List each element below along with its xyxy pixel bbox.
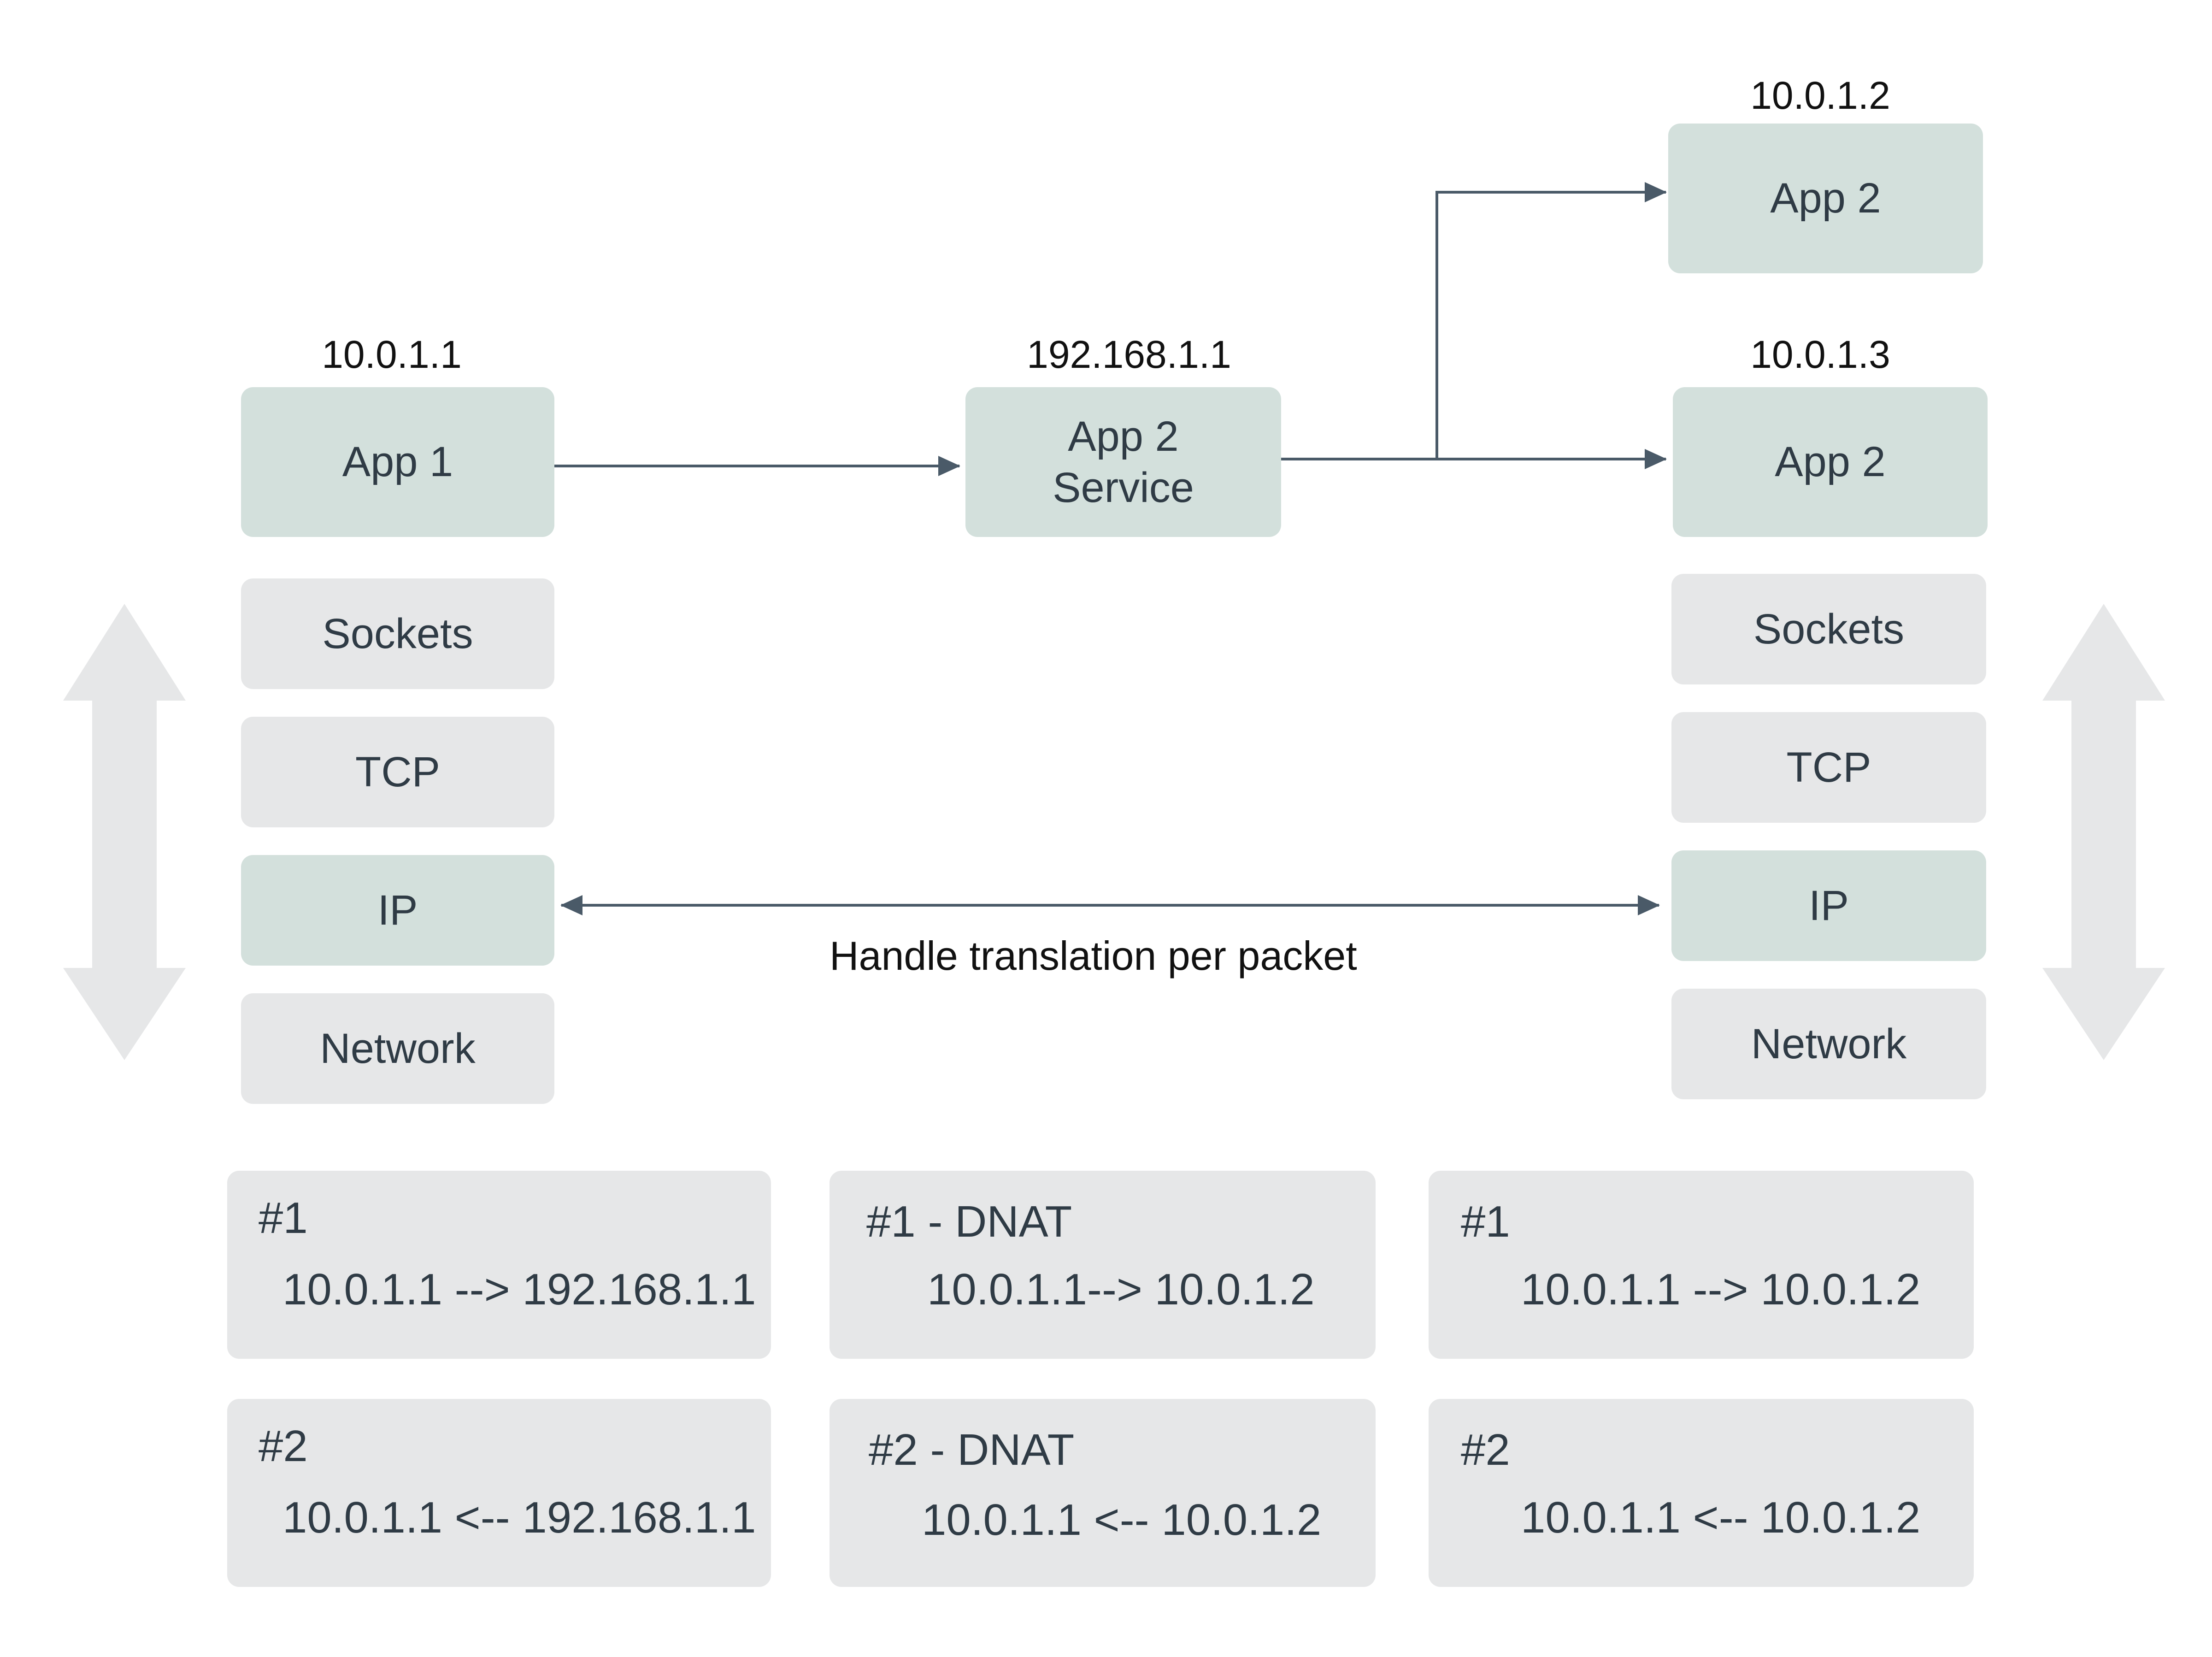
left-network-label: Network (320, 1025, 476, 1072)
rule-box-middle-2: #2 - DNAT 10.0.1.1 <-- 10.0.1.2 (830, 1399, 1376, 1587)
rule-text: 10.0.1.1 <-- 10.0.1.2 (1521, 1493, 1921, 1542)
vertical-double-arrow-left (63, 604, 186, 1060)
service-ip-label: 192.168.1.1 (1027, 333, 1231, 376)
right-network-label: Network (1751, 1020, 1907, 1067)
rule-title: #1 - DNAT (866, 1197, 1072, 1246)
left-tcp-box: TCP (241, 717, 554, 827)
app2-lower-box: App 2 (1673, 387, 1988, 537)
right-top-ip-label: 10.0.1.2 (1750, 74, 1890, 117)
rule-text: 10.0.1.1 --> 192.168.1.1 (282, 1265, 756, 1314)
rule-box-left-2: #2 10.0.1.1 <-- 192.168.1.1 (227, 1399, 771, 1587)
rule-text: 10.0.1.1 <-- 192.168.1.1 (282, 1493, 756, 1542)
left-sockets-box: Sockets (241, 578, 554, 689)
service-label-line2: Service (1053, 464, 1194, 511)
app1-box: App 1 (241, 387, 554, 537)
left-ip-box: IP (241, 855, 554, 966)
rule-text: 10.0.1.1 <-- 10.0.1.2 (922, 1495, 1322, 1545)
arrow-service-to-app2-upper (1435, 182, 1667, 459)
app2-top-label: App 2 (1770, 175, 1881, 222)
rule-box-left-1: #1 10.0.1.1 --> 192.168.1.1 (227, 1171, 771, 1359)
vertical-double-arrow-right (2042, 604, 2165, 1060)
rule-title: #1 (259, 1193, 308, 1243)
service-label-line1: App 2 (1068, 413, 1179, 460)
left-tcp-label: TCP (355, 748, 440, 796)
rule-box-right-2: #2 10.0.1.1 <-- 10.0.1.2 (1429, 1399, 1974, 1587)
right-tcp-box: TCP (1671, 712, 1986, 823)
left-ip-label: IP (377, 886, 418, 934)
rule-title: #2 (1461, 1425, 1510, 1474)
app2-top-box: App 2 (1668, 124, 1983, 273)
app2-service-box: App 2 Service (965, 387, 1281, 537)
left-host-ip-label: 10.0.1.1 (322, 333, 462, 376)
right-tcp-label: TCP (1786, 743, 1871, 791)
right-ip-label: IP (1809, 882, 1849, 929)
left-sockets-label: Sockets (322, 610, 473, 657)
rule-title: #1 (1461, 1197, 1510, 1246)
right-host-ip-label: 10.0.1.3 (1750, 333, 1890, 376)
rule-box-middle-1: #1 - DNAT 10.0.1.1--> 10.0.1.2 (830, 1171, 1376, 1359)
rule-text: 10.0.1.1 --> 10.0.1.2 (1521, 1265, 1921, 1314)
rule-text: 10.0.1.1--> 10.0.1.2 (927, 1265, 1315, 1314)
rule-box-right-1: #1 10.0.1.1 --> 10.0.1.2 (1429, 1171, 1974, 1359)
right-ip-box: IP (1671, 850, 1986, 961)
right-network-box: Network (1671, 989, 1986, 1099)
rule-title: #2 (259, 1421, 308, 1471)
rule-title: #2 - DNAT (869, 1425, 1075, 1474)
left-network-box: Network (241, 993, 554, 1104)
app2-lower-label: App 2 (1775, 438, 1886, 486)
translation-caption: Handle translation per packet (830, 933, 1357, 979)
app1-label: App 1 (342, 438, 453, 486)
right-sockets-label: Sockets (1753, 605, 1905, 653)
right-sockets-box: Sockets (1671, 574, 1986, 684)
